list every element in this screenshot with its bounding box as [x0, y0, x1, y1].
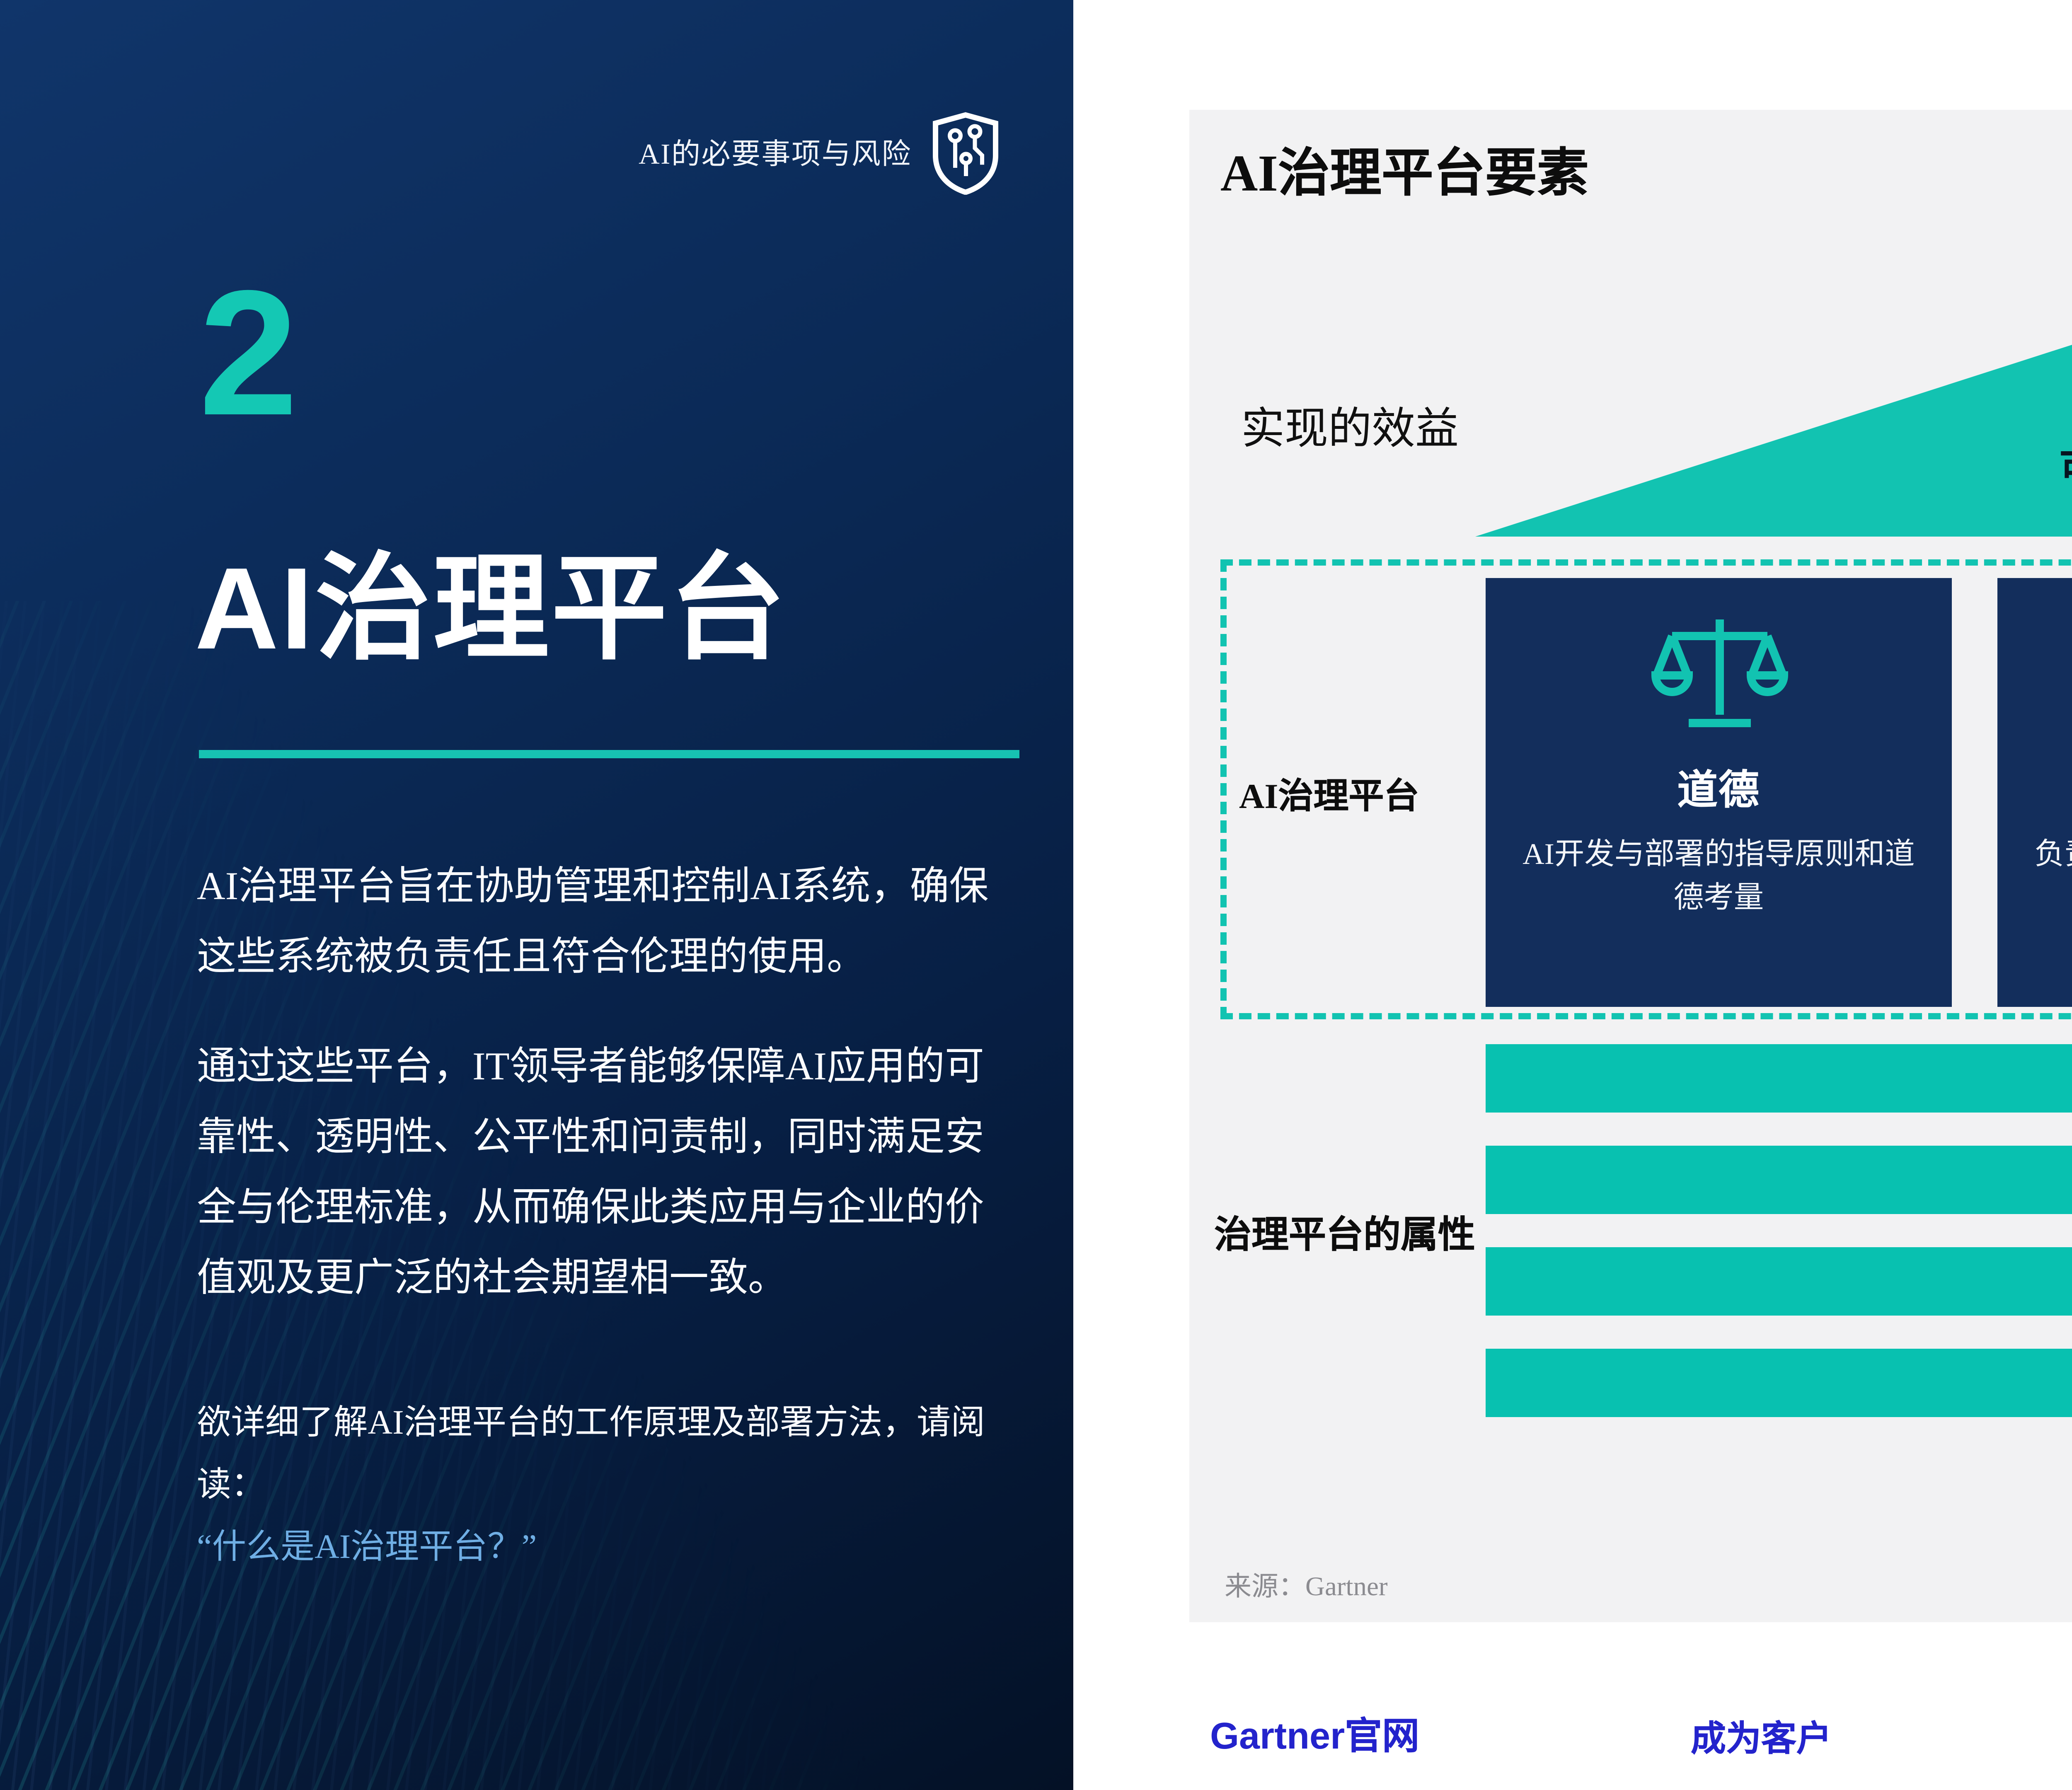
roof-label: 可靠负责任的AI创新	[1475, 439, 2072, 493]
cta-block: 欲详细了解AI治理平台的工作原理及部署方法，请阅读： “什么是AI治理平台？”	[197, 1392, 1051, 1579]
brain-circuit-icon	[1997, 605, 2072, 746]
card-description: 负责任的AI管理、监督与部署的框架及流程	[2034, 839, 2072, 872]
benefits-label: 实现的效益	[1241, 404, 1459, 454]
pillar-card-policy: 负责任的AI政策 负责任的AI管理、监督与部署的框架及流程	[1997, 578, 2072, 1007]
page-title-latin: AI	[195, 543, 315, 673]
sidebar-header: AI的必要事项与风险	[639, 112, 999, 195]
roof-triangle	[1475, 294, 2072, 537]
source-note: 来源：Gartner	[1225, 1570, 1388, 1601]
cta-link[interactable]: “什么是AI治理平台？”	[197, 1527, 537, 1566]
footer-link-gartner-site[interactable]: Gartner官网	[1210, 1715, 1420, 1757]
sidebar-body: AI治理平台旨在协助管理和控制AI系统，确保这些系统被负责任且符合伦理的使用。 …	[197, 854, 1021, 1355]
body-paragraph: 通过这些平台，IT领导者能够保障AI应用的可靠性、透明性、公平性和问责制，同时满…	[197, 1046, 985, 1301]
pillar-card-ethics: 道德 AI开发与部署的指导原则和道德考量	[1486, 578, 1952, 1007]
diagram-panel: AI治理平台要素 实现的效益 可靠负责任的AI创新 AI治理平台 道德 AI开发…	[1189, 110, 2072, 1622]
card-title: 道德	[1677, 771, 1760, 814]
title-divider	[199, 750, 1019, 758]
card-title: 负责任的AI政策	[1997, 756, 2072, 816]
platform-dashed-outline	[1220, 559, 2072, 1019]
attribute-bar-transparency: 透明度	[1486, 1044, 2072, 1113]
attribute-bar-privacy: 隐私	[1486, 1349, 2072, 1417]
card-description: AI开发与部署的指导原则和道德考量	[1523, 839, 1915, 916]
cta-text: 欲详细了解AI治理平台的工作原理及部署方法，请阅读：	[197, 1403, 985, 1504]
shield-circuit-logo-icon	[932, 112, 999, 195]
page-title-cjk: 治理平台	[315, 547, 787, 675]
sidebar: AI的必要事项与风险 2 AI治理平台 AI治理平台旨在协助管理和控制AI系统，…	[0, 0, 1073, 1790]
attribute-bar-fairness: 公平性	[1486, 1247, 2072, 1316]
footer-link-become-client[interactable]: 成为客户	[1691, 1720, 1832, 1759]
page-title: AI治理平台	[195, 545, 787, 675]
ebook-title: AI的必要事项与风险	[639, 141, 912, 172]
attributes-label: 治理平台的属性	[1214, 1214, 1475, 1255]
attribute-bar-accountability: 责任分配	[1486, 1146, 2072, 1214]
chapter-number: 2	[199, 255, 298, 454]
body-paragraph: AI治理平台旨在协助管理和控制AI系统，确保这些系统被负责任且符合伦理的使用。	[197, 866, 989, 980]
scales-icon	[1486, 605, 1952, 746]
diagram-title: AI治理平台要素	[1220, 147, 1589, 203]
platform-label: AI治理平台	[1239, 777, 1419, 816]
